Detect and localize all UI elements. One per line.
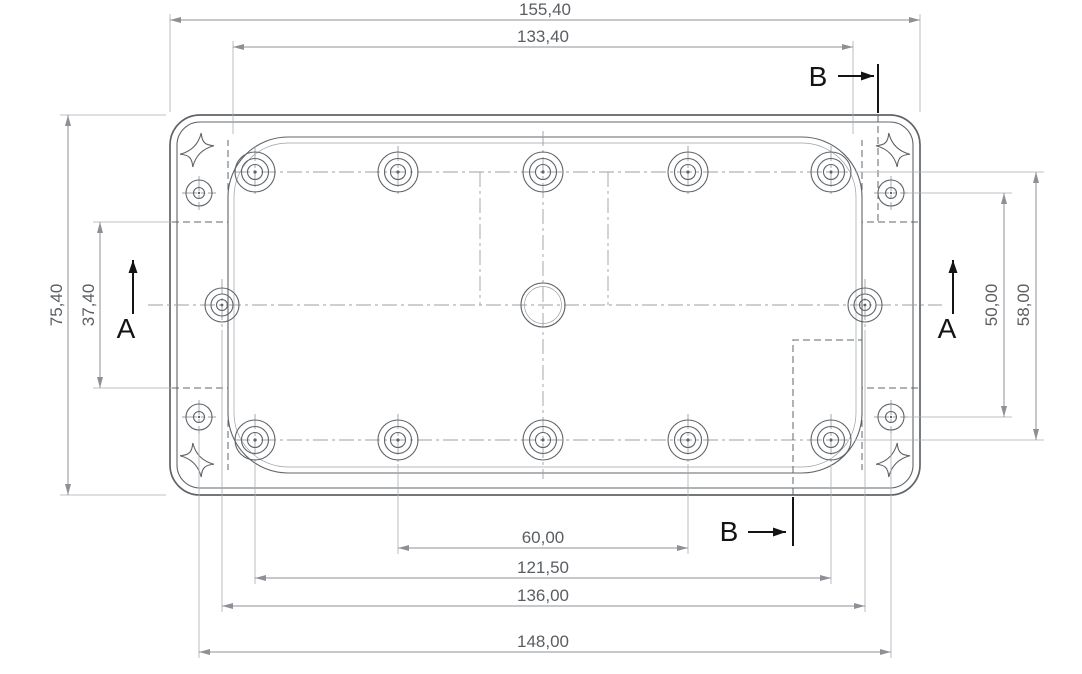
dimension-side-boss-span: 136,00 <box>221 330 866 612</box>
dimension-boss-span-outer: 121,50 <box>254 464 832 584</box>
section-marker-b-top: B <box>809 61 879 113</box>
section-marker-a-right: A <box>938 260 958 344</box>
section-marker-a-left: A <box>117 260 138 344</box>
section-marker-b-bottom: B <box>720 497 794 547</box>
dimension-boss-span-inner: 60,00 <box>397 464 689 554</box>
dimension-inner-width: 133,40 <box>232 27 854 134</box>
section-label-b-top: B <box>809 61 828 92</box>
dim-label-side-boss-span: 136,00 <box>517 586 569 605</box>
dimension-corner-screw-span: 148,00 <box>198 433 892 658</box>
dim-label-outer-width: 155,40 <box>519 0 571 19</box>
dimension-inner-height: 37,40 <box>79 221 172 389</box>
section-label-a-right: A <box>938 313 957 344</box>
dimension-outer-width: 155,40 <box>169 0 921 112</box>
dimension-outer-height: 75,40 <box>47 114 166 496</box>
dim-label-inner-width: 133,40 <box>517 27 569 46</box>
dim-label-boss-vertical-spacing: 58,00 <box>1014 284 1033 327</box>
dimension-boss-vertical-spacing: 58,00 <box>855 171 1044 441</box>
hidden-edges <box>172 115 918 495</box>
dim-label-boss-span-inner: 60,00 <box>522 528 565 547</box>
dim-label-screw-vertical-spacing: 50,00 <box>982 284 1001 327</box>
dim-label-boss-span-outer: 121,50 <box>517 558 569 577</box>
section-label-a-left: A <box>117 313 136 344</box>
dim-label-inner-height: 37,40 <box>79 284 98 327</box>
dimension-screw-vertical-spacing: 50,00 <box>906 192 1012 418</box>
dim-label-corner-screw-span: 148,00 <box>517 632 569 651</box>
section-label-b-bottom: B <box>720 516 739 547</box>
dim-label-outer-height: 75,40 <box>47 284 66 327</box>
section-b-hidden-bottom <box>792 339 862 495</box>
center-hole <box>520 282 566 328</box>
